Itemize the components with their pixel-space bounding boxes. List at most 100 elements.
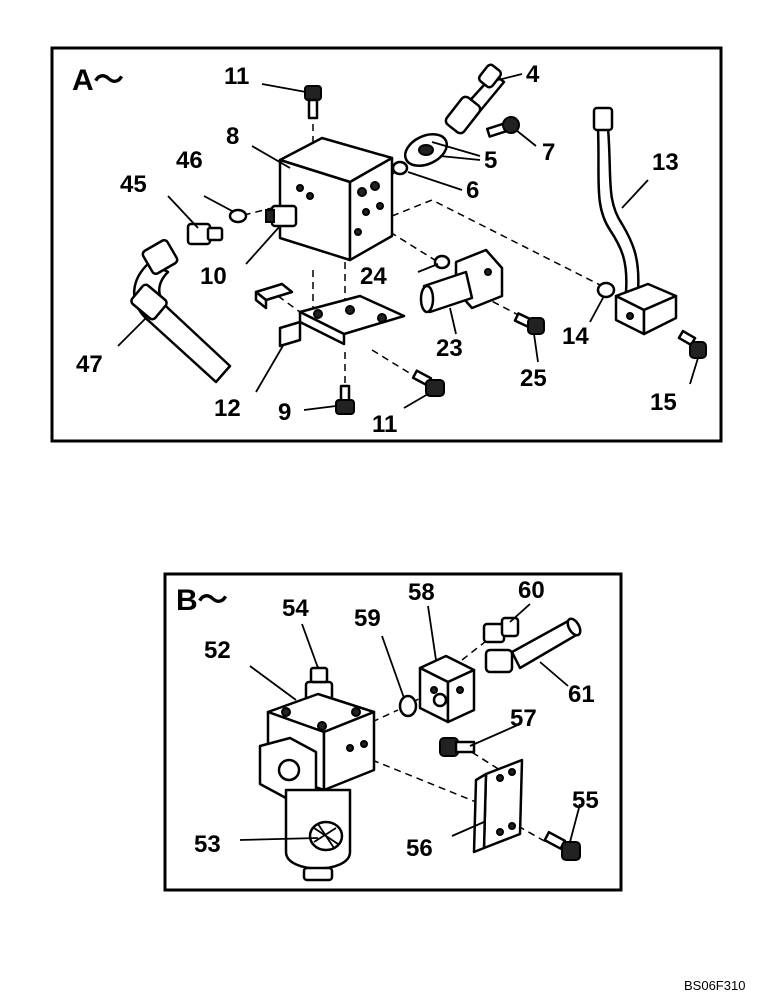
leader-line [245, 225, 281, 265]
pipe-part-13 [592, 106, 640, 294]
filter-bowl-part-53 [284, 788, 352, 882]
pipe-block-part-13 [614, 282, 678, 336]
callout-60: 60 [518, 577, 545, 604]
drawing-code: BS06F310 [684, 978, 745, 993]
callout-10: 10 [200, 263, 227, 290]
frame-a: A～ [50, 46, 723, 443]
assembly-line [517, 825, 547, 843]
callout-23: 23 [436, 335, 463, 362]
leader-line [431, 141, 481, 157]
callout-13: 13 [652, 149, 679, 176]
callout-9: 9 [278, 399, 291, 426]
leader-line [261, 83, 307, 93]
leader-line [239, 837, 319, 841]
o-ring-part-6 [391, 160, 409, 176]
callout-56: 56 [406, 835, 433, 862]
callout-5: 5 [484, 147, 497, 174]
bolt-part-55 [543, 830, 581, 861]
o-ring-part-24 [433, 254, 451, 270]
callout-7: 7 [542, 139, 555, 166]
callout-24: 24 [360, 263, 387, 290]
tube-part-61 [484, 617, 582, 674]
callout-46: 46 [176, 147, 203, 174]
assembly-line [371, 709, 399, 723]
leader-line [417, 263, 439, 273]
leader-line [249, 665, 297, 701]
spacer-part [254, 282, 294, 310]
assembly-line [277, 295, 301, 313]
callout-8: 8 [226, 123, 239, 150]
adapter-part-45 [186, 222, 224, 246]
assembly-line [481, 295, 529, 321]
hose-part-47 [130, 238, 232, 384]
leader-line [539, 661, 569, 687]
leader-line [301, 623, 319, 669]
frame-a-border [50, 46, 723, 443]
o-ring-part-59 [398, 694, 418, 718]
bolt-part-9 [335, 384, 355, 415]
leader-line [469, 723, 521, 747]
callout-14: 14 [562, 323, 589, 350]
leader-line [589, 295, 605, 323]
bolt-part-11-top [304, 85, 322, 120]
assembly-line [389, 231, 439, 263]
block-part-58 [418, 654, 476, 724]
callout-47: 47 [76, 351, 103, 378]
leader-line [381, 635, 405, 699]
leader-line [167, 195, 199, 229]
callout-11-bottom: 11 [372, 411, 397, 438]
callout-59: 59 [354, 605, 381, 632]
bolt-part-7 [485, 116, 520, 138]
leader-line [689, 357, 699, 385]
callout-6: 6 [466, 177, 479, 204]
leader-line [203, 195, 235, 213]
leader-line [451, 821, 485, 837]
leader-line [407, 171, 463, 191]
bracket-part-12 [278, 294, 406, 348]
leader-line [303, 405, 337, 411]
port-flange-part-52 [258, 736, 318, 800]
o-ring-part-46 [228, 208, 248, 224]
leader-line [533, 333, 539, 363]
valve-block-part-8 [278, 136, 394, 262]
callout-52: 52 [204, 637, 231, 664]
assembly-line [391, 199, 607, 289]
callout-12: 12 [214, 395, 241, 422]
leader-line [449, 307, 457, 335]
leader-line [403, 393, 429, 409]
cover-plate-part-56 [472, 758, 524, 854]
callout-15: 15 [650, 389, 677, 416]
frame-a-title: A～ [72, 64, 124, 97]
fitting-part-10 [265, 204, 298, 228]
frame-b: B～ [163, 572, 623, 892]
callout-4: 4 [526, 61, 540, 88]
bolt-part-57 [439, 737, 476, 757]
callout-53: 53 [194, 831, 221, 858]
frame-b-border [163, 572, 623, 892]
frame-b-title: B～ [176, 584, 228, 617]
leader-line [427, 605, 437, 661]
bolt-part-11-bottom [411, 369, 445, 397]
leader-line [497, 73, 523, 81]
hose-part-4 [444, 63, 506, 135]
o-ring-part-14 [596, 281, 616, 299]
bolt-part-15 [677, 329, 707, 359]
callout-55: 55 [572, 787, 599, 814]
callout-11-top: 11 [224, 63, 249, 90]
tube-part-23 [419, 248, 504, 314]
assembly-line [461, 745, 501, 771]
leader-line [117, 317, 147, 347]
leader-line [569, 803, 581, 843]
callout-58: 58 [408, 579, 435, 606]
callout-61: 61 [568, 681, 595, 708]
callout-57: 57 [510, 705, 537, 732]
callout-25: 25 [520, 365, 547, 392]
leader-line [621, 179, 649, 209]
assembly-line [371, 759, 487, 807]
leader-line [515, 129, 537, 147]
callout-54: 54 [282, 595, 309, 622]
leader-line [251, 145, 291, 169]
fitting-part-60 [482, 616, 520, 644]
leader-line [439, 155, 481, 161]
